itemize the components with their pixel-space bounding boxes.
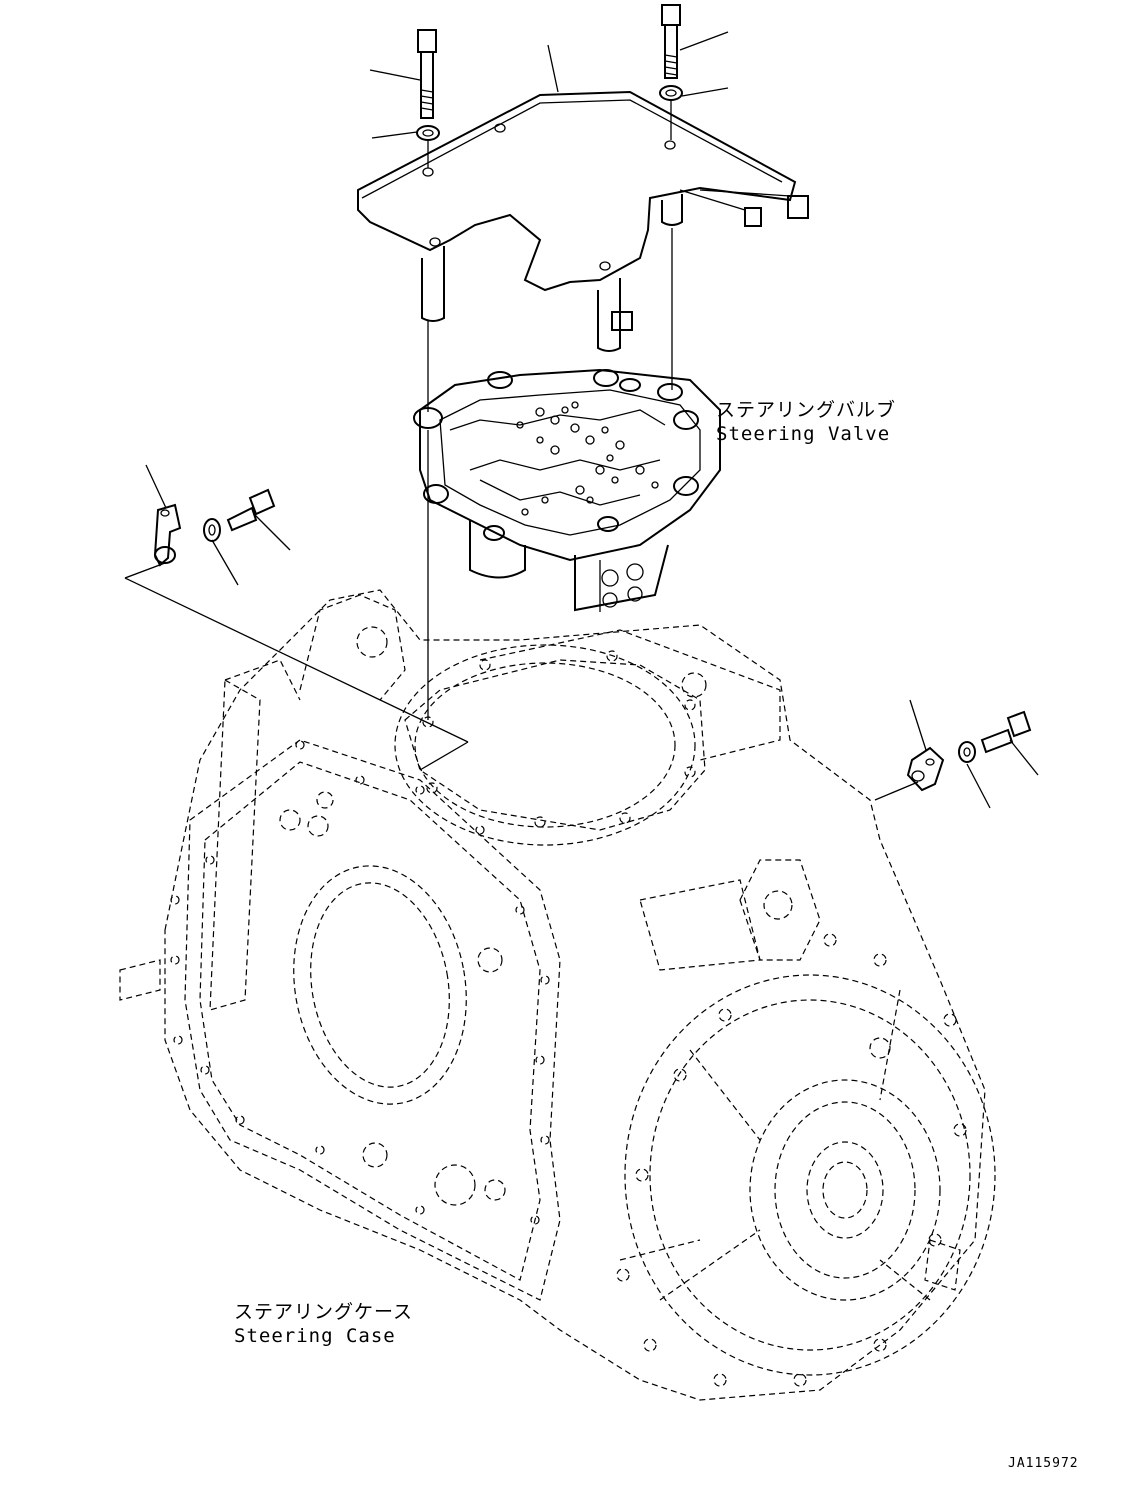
washer-icon [416, 125, 440, 141]
clamp-icon [906, 746, 945, 792]
clamp-icon [153, 503, 182, 567]
washer-icon [203, 518, 221, 542]
bolt-icon [226, 488, 276, 532]
steering-case-label-jp: ステアリングケース [234, 1301, 414, 1323]
bolt-icon [980, 710, 1032, 754]
steering-valve-label-jp: ステアリングバルブ [716, 399, 897, 421]
steering-case-drawing [119, 589, 996, 1401]
bolt-icon [417, 29, 437, 119]
figure-id: JA115972 [1008, 1456, 1079, 1471]
leader-lines [124, 31, 1039, 809]
washer-icon [659, 85, 683, 101]
steering-valve-drawing [413, 368, 721, 612]
washer-icon [958, 741, 976, 763]
cover-plate-drawing [357, 90, 809, 352]
steering-case-label-en: Steering Case [234, 1325, 396, 1347]
bolt-icon [661, 4, 681, 79]
steering-valve-label-en: Steering Valve [716, 423, 891, 445]
